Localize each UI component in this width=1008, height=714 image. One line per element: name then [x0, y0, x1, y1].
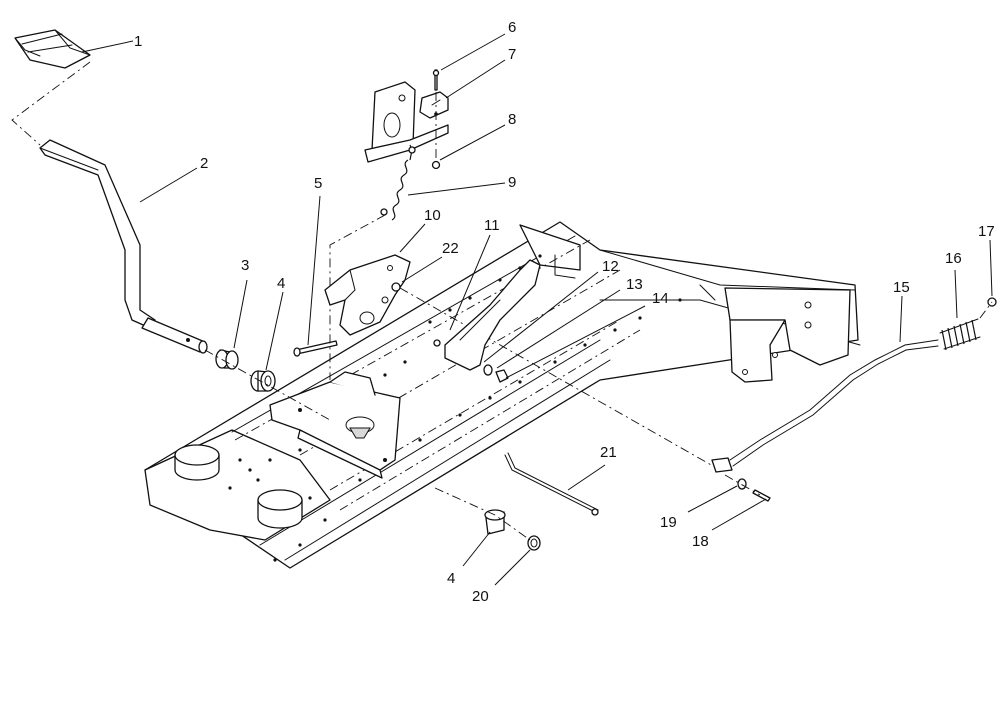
- part-4-bushing-upper: [250, 370, 276, 392]
- callout-4-upper: 4: [277, 275, 285, 292]
- leader-lines: [81, 33, 993, 586]
- part-18-pin: [752, 489, 771, 502]
- callout-7: 7: [508, 46, 516, 63]
- axis-link-to-rod: [399, 287, 721, 471]
- callout-11: 11: [484, 217, 500, 234]
- callout-12: 12: [602, 258, 619, 275]
- callout-21: 21: [600, 444, 617, 461]
- axis-lower-bushing: [434, 487, 531, 541]
- chassis-frame: [144, 221, 861, 569]
- callout-8: 8: [508, 111, 516, 128]
- part-13-nut: [495, 369, 509, 383]
- callout-20: 20: [472, 588, 489, 605]
- pivot-bracket: [269, 371, 401, 479]
- spindle-housings: [174, 444, 303, 529]
- callout-10: 10: [424, 207, 441, 224]
- part-20-clip: [527, 535, 541, 551]
- axis-pad-to-pedal: [11, 61, 91, 146]
- callout-19: 19: [660, 514, 677, 531]
- switch-bracket: [364, 81, 449, 163]
- callout-15: 15: [893, 279, 910, 296]
- callout-18: 18: [692, 533, 709, 550]
- part-12-washer: [483, 364, 493, 376]
- part-2-pedal-arm: [39, 139, 208, 354]
- part-10-link: [324, 254, 411, 336]
- axis-shaft: [204, 349, 331, 421]
- part-7-switch: [419, 91, 449, 119]
- part-11-pivot-arm: [433, 259, 541, 371]
- callout-5: 5: [314, 175, 322, 192]
- callout-6: 6: [508, 19, 516, 36]
- part-22-bolt: [391, 282, 401, 292]
- axis-pin: [724, 474, 761, 496]
- part-1-pedal-pad: [14, 29, 91, 69]
- callout-9: 9: [508, 174, 516, 191]
- callout-labels: 1 2 3 4 5 6 7 8 9 10 11 22 12 13 14 15 1…: [134, 19, 995, 605]
- axis-spring: [329, 214, 386, 380]
- part-4-bushing-lower: [484, 509, 506, 535]
- part-3-bushing: [215, 349, 239, 370]
- callout-1: 1: [134, 33, 142, 50]
- part-5-bolt: [293, 340, 338, 357]
- part-15-rod: [711, 339, 939, 473]
- callout-4-lower: 4: [447, 570, 455, 587]
- callout-2: 2: [200, 155, 208, 172]
- part-8-nut: [431, 160, 441, 170]
- part-9-spring: [380, 144, 416, 221]
- part-6-screw: [432, 69, 440, 91]
- axis-rod-spring: [979, 301, 993, 319]
- callout-17: 17: [978, 223, 995, 240]
- callout-22: 22: [442, 240, 459, 257]
- part-19-washer: [737, 478, 747, 490]
- part-21-rod: [504, 452, 599, 516]
- callout-13: 13: [626, 276, 643, 293]
- callout-3: 3: [241, 257, 249, 274]
- callout-16: 16: [945, 250, 962, 267]
- part-16-spring: [939, 318, 981, 351]
- callout-14: 14: [652, 290, 669, 307]
